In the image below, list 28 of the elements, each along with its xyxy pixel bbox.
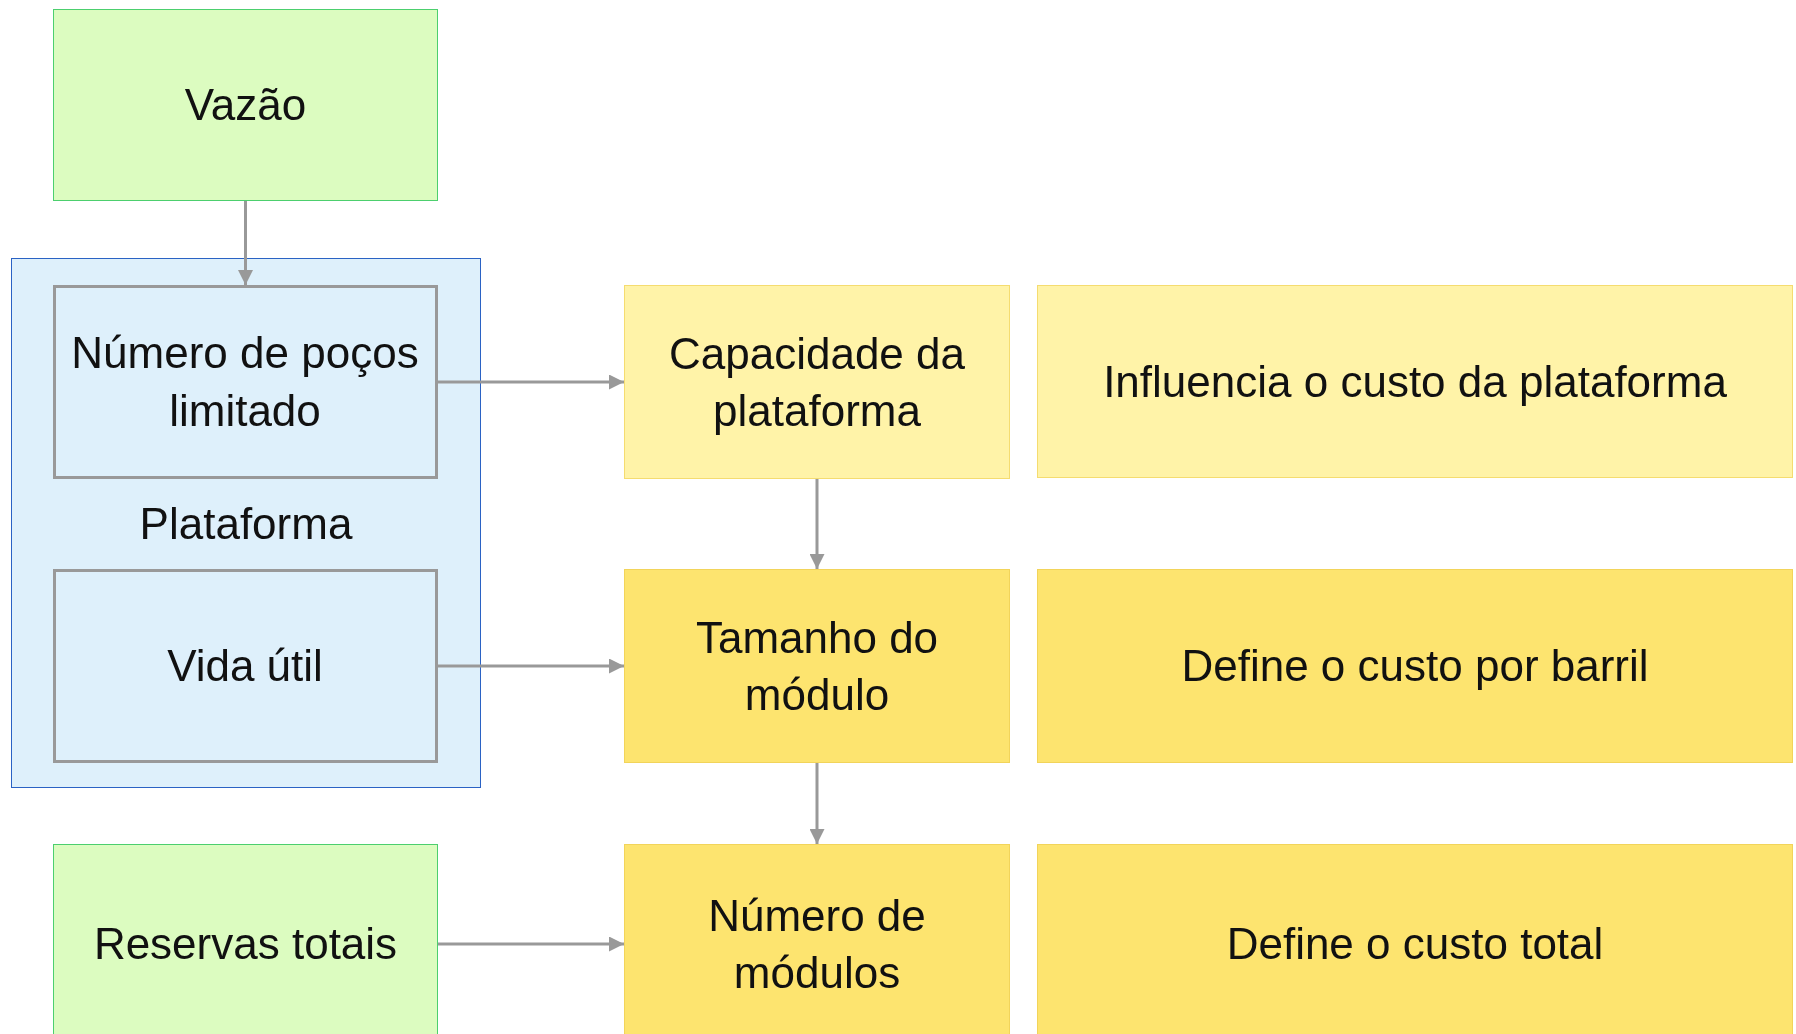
arrow	[438, 658, 624, 674]
box-label: Influencia o custo da plataforma	[1102, 355, 1728, 408]
arrow	[238, 201, 253, 285]
box-label: Reservas totais	[92, 918, 399, 971]
process-box	[1037, 844, 1793, 1034]
process-box	[1037, 569, 1793, 763]
process-box	[52, 568, 438, 763]
process-box	[624, 569, 1010, 763]
process-box	[624, 285, 1010, 479]
box-label: Capacidade da plataforma	[668, 327, 966, 437]
box-label: Define o custo por barril	[1180, 640, 1650, 693]
arrow	[809, 763, 825, 844]
box-label: Número de poços limitado	[70, 327, 420, 437]
arrow	[809, 479, 825, 569]
box-label: Define o custo total	[1225, 918, 1605, 971]
arrow	[438, 374, 624, 390]
process-box	[624, 844, 1010, 1034]
process-box	[1037, 285, 1793, 478]
process-box	[52, 284, 438, 479]
group-box	[11, 258, 481, 788]
box-label: Tamanho do módulo	[694, 611, 940, 721]
arrow	[438, 936, 624, 952]
input-box	[53, 9, 438, 201]
group-label: Plataforma	[138, 498, 354, 550]
box-label: Vida útil	[166, 639, 324, 692]
box-label: Número de módulos	[707, 889, 927, 999]
input-box	[53, 844, 438, 1034]
box-label: Vazão	[183, 79, 308, 132]
